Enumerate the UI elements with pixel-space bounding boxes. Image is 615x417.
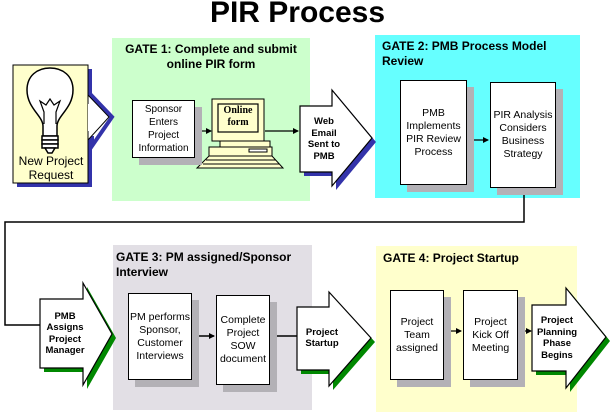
project-startup-arrow: [296, 290, 375, 390]
step-complete-sow: Complete Project SOW document: [216, 295, 270, 385]
connector-line: [4, 188, 525, 326]
lightbulb-icon: [26, 67, 74, 154]
gate-3-title: GATE 3: PM assigned/Sponsor Interview: [116, 250, 292, 279]
gate-4-title: GATE 4: Project Startup: [383, 251, 519, 265]
pmb-assigns-arrow: [39, 280, 116, 389]
project-planning-label: Project Planning Phase Begins: [536, 315, 578, 361]
step-kick-off: Project Kick Off Meeting: [463, 290, 518, 380]
gate-1-title: GATE 1: Complete and submit online PIR f…: [125, 42, 297, 71]
step-pir-analysis: PIR Analysis Considers Business Strategy: [490, 82, 556, 188]
web-email-label: Web Email Sent to PMB: [307, 116, 341, 162]
computer-icon: [195, 98, 285, 169]
step-pm-performs: PM performs Sponsor, Customer Interviews: [128, 293, 192, 380]
pmb-assigns-label: PMB Assigns Project Manager: [45, 310, 85, 357]
project-startup-label: Project Startup: [305, 326, 339, 350]
web-email-arrow: [299, 88, 376, 190]
project-planning-arrow: [531, 286, 610, 392]
gate-2-title: GATE 2: PMB Process Model Review: [382, 39, 547, 68]
step-project-team: Project Team assigned: [390, 290, 444, 380]
page-title: PIR Process: [209, 0, 386, 29]
new-project-request-label: New Project Request: [18, 154, 84, 182]
step-pmb-implements: PMB Implements PIR Review Process: [400, 80, 467, 185]
step-sponsor-enters: Sponsor Enters Project Information: [132, 100, 195, 158]
online-form-label: Online form: [223, 105, 253, 128]
